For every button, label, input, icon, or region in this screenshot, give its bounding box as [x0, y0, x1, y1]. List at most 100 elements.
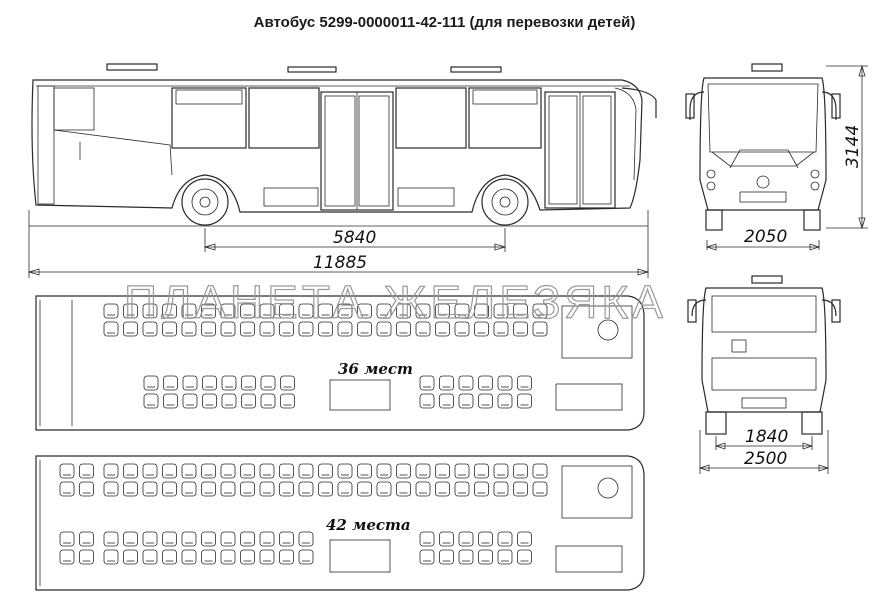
- seat: [439, 549, 454, 565]
- seat: [280, 375, 295, 391]
- seat: [532, 321, 548, 337]
- seat: [318, 303, 333, 319]
- rear-track-label: 1840: [745, 427, 788, 447]
- seat: [497, 393, 513, 409]
- seat: [259, 481, 275, 497]
- seat: [474, 303, 489, 319]
- seat: [337, 321, 353, 337]
- seat: [474, 463, 489, 479]
- seat: [474, 321, 489, 337]
- seat: [513, 303, 528, 319]
- seat: [241, 393, 256, 409]
- roof-hatch: [450, 66, 502, 73]
- seat: [220, 531, 236, 547]
- seat: [376, 463, 392, 479]
- rear-wheel: [181, 178, 229, 226]
- seat: [220, 549, 236, 565]
- seat: [478, 375, 493, 391]
- mirror-right: [821, 91, 837, 120]
- watermark: ПЛАНЕТА ЖЕЛЕЗЯКА: [124, 276, 667, 328]
- front-view: [685, 63, 868, 251]
- seat: [435, 481, 450, 497]
- seat: [454, 321, 470, 337]
- drawing-title: Автобус 5299-0000011-42-111 (для перевоз…: [253, 14, 636, 31]
- side-view: [27, 63, 657, 278]
- seat: [419, 531, 435, 547]
- seat: [419, 549, 435, 565]
- seat: [478, 531, 493, 547]
- seat: [123, 463, 138, 479]
- seat: [59, 481, 75, 497]
- seat: [357, 481, 372, 497]
- seat: [240, 481, 255, 497]
- front-body: [699, 77, 827, 211]
- seat: [439, 531, 454, 547]
- seat: [220, 303, 236, 319]
- seat: [181, 303, 197, 319]
- seat: [513, 481, 528, 497]
- seat: [162, 549, 177, 565]
- seat: [376, 321, 392, 337]
- seat: [182, 375, 198, 391]
- seat: [517, 393, 532, 409]
- seat: [220, 321, 236, 337]
- seat: [279, 531, 294, 547]
- seat: [240, 463, 255, 479]
- plan-outline: [35, 455, 645, 591]
- seat: [415, 303, 431, 319]
- layout-42-label: 42 места: [326, 516, 411, 534]
- wheelbase-label: 5840: [333, 228, 376, 248]
- seat: [201, 531, 216, 547]
- seat: [221, 393, 237, 409]
- seat: [103, 303, 119, 319]
- seat: [279, 549, 294, 565]
- seat: [163, 375, 178, 391]
- roof-hatch: [287, 66, 337, 73]
- seat: [79, 463, 94, 479]
- seat: [162, 481, 177, 497]
- seat: [279, 303, 294, 319]
- seat: [497, 531, 513, 547]
- seat: [201, 463, 216, 479]
- seat: [103, 481, 119, 497]
- seat: [59, 549, 75, 565]
- bus-body: [31, 79, 643, 213]
- seat: [513, 321, 528, 337]
- seat: [123, 481, 138, 497]
- seat: [201, 549, 216, 565]
- seat: [181, 531, 197, 547]
- seat: [280, 393, 295, 409]
- height-label: 3144: [843, 125, 863, 168]
- side-window: [395, 87, 467, 149]
- seat: [454, 463, 470, 479]
- seat: [142, 303, 158, 319]
- seat: [143, 393, 159, 409]
- seat: [162, 321, 177, 337]
- seat: [298, 549, 314, 565]
- length-label: 11885: [313, 253, 367, 273]
- seat: [298, 321, 314, 337]
- seat: [439, 375, 454, 391]
- seat: [454, 481, 470, 497]
- seat: [162, 531, 177, 547]
- seat: [142, 463, 158, 479]
- seat: [259, 549, 275, 565]
- seat: [298, 531, 314, 547]
- front-width-label: 2050: [744, 227, 787, 247]
- seat: [497, 375, 513, 391]
- seat: [123, 549, 138, 565]
- seat: [59, 463, 75, 479]
- seat: [318, 481, 333, 497]
- seat: [415, 463, 431, 479]
- seat: [241, 375, 256, 391]
- seat: [517, 375, 532, 391]
- seat: [260, 375, 276, 391]
- mirror: [621, 87, 657, 118]
- seat: [142, 531, 158, 547]
- seat: [396, 481, 411, 497]
- seat: [298, 303, 314, 319]
- rear-view: [687, 275, 841, 474]
- seat: [103, 531, 119, 547]
- seat: [474, 481, 489, 497]
- seat: [142, 481, 158, 497]
